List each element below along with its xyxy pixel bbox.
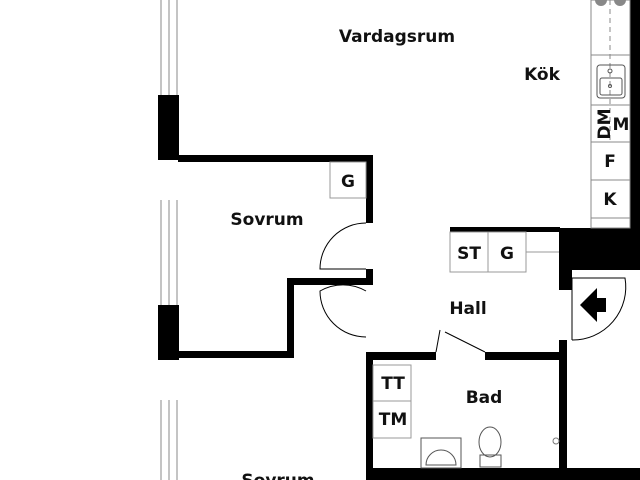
stove-icon: [595, 0, 626, 6]
label-storage: ST: [457, 244, 481, 264]
label-wardrobe-bedroom: G: [341, 172, 355, 192]
window-left-3: [160, 400, 178, 480]
entrance-arrow-icon: [580, 288, 606, 322]
walls: [158, 0, 640, 480]
washbasin-icon: [420, 437, 462, 469]
sink-icon: [596, 64, 626, 99]
washer: [372, 400, 412, 439]
label-washer: TM: [379, 410, 408, 430]
wardrobe-bedroom: [329, 161, 367, 199]
room-label-sovrum-2: Sovrum: [241, 471, 314, 480]
window-left-1: [160, 0, 178, 95]
label-dishwasher: DM: [595, 108, 615, 139]
shower-icon: [552, 437, 560, 445]
doors: [319, 222, 627, 353]
label-microwave: M: [613, 115, 630, 135]
label-fridge: K: [603, 190, 617, 210]
room-label-kok: Kök: [524, 65, 561, 85]
room-label-hall: Hall: [449, 299, 486, 319]
kitchen-counter: [590, 0, 631, 229]
label-wardrobe-hall: G: [500, 244, 514, 264]
room-label-sovrum-1: Sovrum: [230, 210, 303, 230]
room-label-bad: Bad: [466, 388, 503, 408]
window-left-2: [160, 200, 178, 305]
label-dryer: TT: [381, 374, 405, 394]
room-label-vardagsrum: Vardagsrum: [339, 27, 455, 47]
toilet-icon: [478, 426, 502, 468]
label-freezer: F: [604, 152, 616, 172]
